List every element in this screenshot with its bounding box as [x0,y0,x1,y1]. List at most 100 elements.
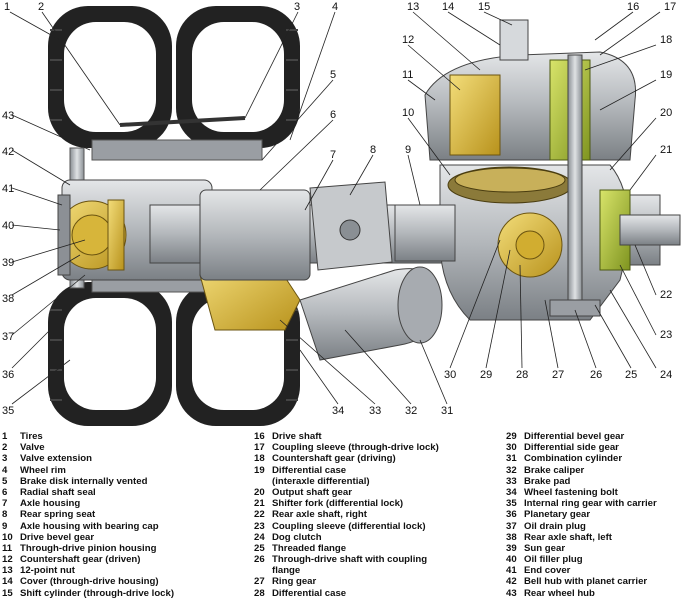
callout-14: 14 [442,1,454,13]
callout-36: 36 [2,369,14,381]
callout-1: 1 [4,1,10,13]
rear-axle-shaft-right [619,214,681,246]
callout-18: 18 [660,34,672,46]
callout-23: 23 [660,329,672,341]
callout-25: 25 [625,369,637,381]
callout-42: 42 [2,146,14,158]
callout-8: 8 [370,144,376,156]
callout-19: 19 [660,69,672,81]
shift-cylinder [499,19,529,61]
callout-4: 4 [332,1,338,13]
callout-22: 22 [660,289,672,301]
callout-40: 40 [2,220,14,232]
callout-31: 31 [441,405,453,417]
leader-lines [9,11,661,405]
callout-5: 5 [330,69,336,81]
callout-numbers: 1 2 3 4 5 6 7 8 9 10 11 12 13 14 15 16 1… [2,1,676,417]
through-drive-shaft [549,54,601,317]
tire-upper-inner [176,6,300,148]
callout-34: 34 [332,405,344,417]
tire-upper-outer [48,6,172,148]
callout-41: 41 [2,183,14,195]
callout-16: 16 [627,1,639,13]
callout-21: 21 [660,144,672,156]
callout-10: 10 [402,107,414,119]
callout-33: 33 [369,405,381,417]
ring-gear [447,166,573,204]
callout-43: 43 [2,110,14,122]
rear-spring-seat [309,181,393,271]
callout-3: 3 [294,1,300,13]
callout-11: 11 [402,69,413,81]
callout-15: 15 [478,1,490,13]
legend-item-continuation: flange [272,565,301,577]
end-cover [57,194,71,276]
tire-lower-outer [48,282,172,426]
callout-13: 13 [407,1,419,13]
callout-12: 12 [402,34,414,46]
callout-28: 28 [516,369,528,381]
callout-30: 30 [444,369,456,381]
callout-27: 27 [552,369,564,381]
callout-38: 38 [2,293,14,305]
planetary-gearset [57,199,127,271]
callout-37: 37 [2,331,14,343]
callout-7: 7 [330,149,336,161]
callout-32: 32 [405,405,417,417]
callout-20: 20 [660,107,672,119]
combination-cylinder [299,266,443,361]
callout-17: 17 [664,1,676,13]
valve-extension [119,116,246,127]
callout-29: 29 [480,369,492,381]
callout-35: 35 [2,405,14,417]
callout-26: 26 [590,369,602,381]
callout-24: 24 [660,369,672,381]
callout-39: 39 [2,257,14,269]
